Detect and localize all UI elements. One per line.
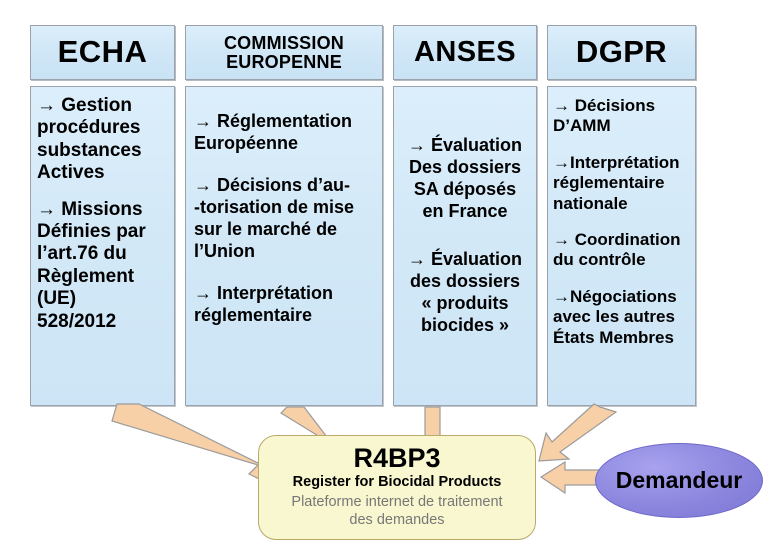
column-header-echa-label: ECHA: [57, 34, 148, 70]
node-r4bp3-title: R4BP3: [353, 443, 441, 473]
column-body-echa: → Gestion procédures substances Actives …: [30, 86, 175, 406]
node-r4bp3-description: Plateforme internet de traitement des de…: [291, 494, 503, 529]
node-demandeur: Demandeur: [595, 443, 763, 518]
column-header-commission-europenne: COMMISSION EUROPENNE: [185, 25, 383, 80]
column-body-commission-europenne: → Réglementation Européenne → Décisions …: [185, 86, 383, 406]
list-item: → Évaluation des dossiers « produits bio…: [407, 248, 523, 335]
column-body-dgpr: → Décisions D’AMM →Interprétation réglem…: [547, 86, 696, 406]
node-demandeur-label: Demandeur: [615, 467, 743, 493]
column-header-commission-europenne-label: COMMISSION EUROPENNE: [223, 32, 344, 72]
column-header-echa: ECHA: [30, 25, 175, 80]
list-item: → Missions Définies par l’art.76 du Règl…: [37, 198, 146, 332]
column-header-dgpr: DGPR: [547, 25, 696, 80]
list-item: → Gestion procédures substances Actives: [37, 95, 142, 184]
column-header-dgpr-label: DGPR: [575, 34, 668, 70]
column-body-anses: → Évaluation Des dossiers SA déposés en …: [393, 86, 537, 406]
list-item: → Décisions d’au- -torisation de mise su…: [194, 174, 355, 261]
list-item: →Négociations avec les autres États Memb…: [553, 286, 677, 347]
list-item: →Interprétation réglementaire nationale: [553, 152, 680, 213]
node-r4bp3-subtitle: Register for Biocidal Products: [292, 474, 502, 491]
column-header-anses: ANSES: [393, 25, 537, 80]
node-r4bp3: R4BP3 Register for Biocidal Products Pla…: [258, 435, 536, 540]
list-item: → Décisions D’AMM: [553, 96, 656, 136]
arrow-echa-to-r4bp3: [111, 403, 278, 488]
list-item: → Réglementation Européenne: [194, 111, 353, 153]
list-item: → Coordination du contrôle: [553, 229, 681, 270]
arrow-demandeur-to-r4bp3: [539, 460, 602, 495]
list-item: → Interprétation réglementaire: [194, 282, 334, 325]
list-item: → Évaluation Des dossiers SA déposés en …: [407, 135, 523, 221]
arrow-dgpr-to-r4bp3: [538, 403, 618, 462]
column-header-anses-label: ANSES: [414, 36, 516, 69]
